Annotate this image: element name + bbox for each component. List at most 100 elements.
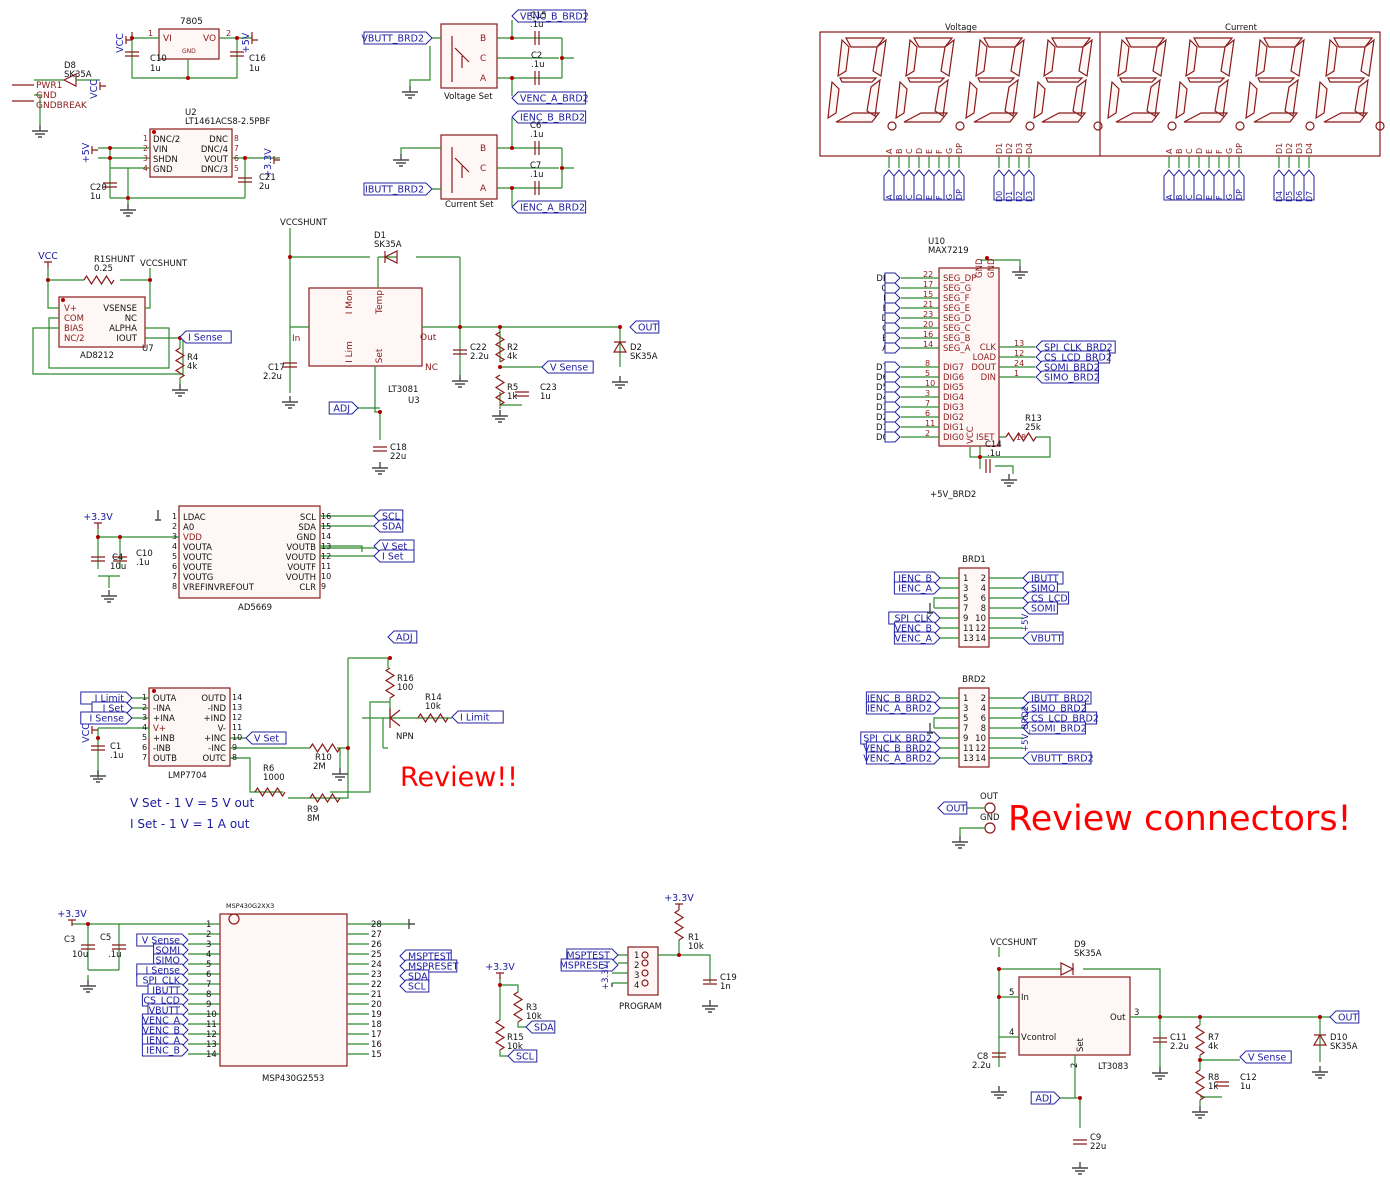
power-symbol: [99, 82, 106, 90]
label: 19: [371, 1010, 382, 1020]
msp430: [72, 913, 415, 1067]
net-label: SDA: [382, 522, 402, 533]
label: 8: [232, 753, 237, 762]
label: 25: [371, 950, 382, 960]
label: D0: [876, 433, 888, 443]
label: E: [925, 195, 934, 200]
net-label: SCL: [516, 1052, 535, 1063]
power-label: +3.3V: [263, 148, 274, 178]
label: U7: [142, 344, 154, 354]
net-flag: [865, 701, 941, 715]
label: C10: [136, 549, 153, 559]
label: 14: [206, 1050, 217, 1060]
net-flag: [884, 322, 901, 334]
net-flag: [1173, 169, 1185, 201]
label: D2: [876, 413, 888, 423]
net-label: IBUTT: [152, 986, 180, 997]
label: SK35A: [1074, 949, 1102, 959]
label: D7: [1305, 191, 1314, 202]
net-label: SOMI: [155, 946, 180, 957]
label: 4: [981, 584, 986, 594]
net-label: VENC_B: [894, 624, 932, 635]
label: R5: [507, 383, 518, 393]
label: DIG6: [943, 373, 964, 383]
label: 3: [634, 971, 639, 981]
label: 13: [1014, 339, 1024, 348]
label: .1u: [136, 558, 150, 568]
label: -INC: [208, 744, 226, 754]
label: SEG_DP: [943, 274, 976, 284]
label: 3: [143, 154, 148, 163]
label: 17: [371, 1030, 382, 1040]
label: D4: [876, 393, 888, 403]
net-label: SPI_CLK_BRD2: [1044, 343, 1113, 354]
label: G: [945, 148, 954, 154]
power-label: +3.3V: [664, 893, 694, 904]
label: 2: [634, 961, 639, 971]
label: VCCSHUNT: [280, 218, 328, 228]
label: 10k: [688, 942, 704, 952]
label: VOUTE: [183, 563, 212, 573]
label: 11: [963, 744, 974, 754]
label: OUT: [980, 792, 999, 802]
label: .1u: [987, 449, 1001, 459]
label: C18: [390, 443, 407, 453]
net-flag: [373, 549, 415, 563]
label: LT3083: [1098, 1062, 1128, 1072]
net-label: SDA: [534, 1023, 554, 1034]
label: 1: [1014, 369, 1019, 378]
label: U2: [185, 108, 197, 118]
power-label: +3.3V: [57, 909, 87, 920]
label: D5: [1285, 191, 1294, 202]
label: 16: [923, 330, 933, 339]
net-label: I Sense: [145, 966, 180, 977]
net-label: IBUTT_BRD2: [365, 185, 424, 196]
net-flag: [883, 169, 895, 201]
power-symbol: [251, 36, 258, 44]
label: OUTC: [202, 754, 226, 764]
label: 22u: [1090, 1142, 1106, 1152]
label: VO: [203, 34, 216, 44]
label: F: [1215, 195, 1224, 200]
label: 4: [206, 950, 211, 960]
net-flag: [363, 182, 433, 196]
label: 14: [975, 754, 986, 764]
label: 3: [963, 584, 968, 594]
label: OUTB: [153, 754, 177, 764]
label: 28: [371, 920, 382, 930]
label: G: [945, 194, 954, 200]
label: Set: [375, 348, 385, 363]
label: 2.2u: [470, 352, 489, 362]
label: A: [480, 74, 487, 84]
label: C10: [150, 54, 167, 64]
label: MSP430G2XX3: [226, 902, 274, 910]
net-flag: [1213, 169, 1225, 201]
label: DIG0: [943, 433, 964, 443]
label: E: [925, 149, 934, 154]
net-flag: [893, 169, 905, 201]
power-symbol: [496, 972, 504, 979]
label: 2.2u: [972, 1061, 991, 1071]
label: 2M: [313, 762, 326, 772]
label: 4: [1009, 1028, 1014, 1038]
net-label: I Sense: [188, 333, 223, 344]
net-label: V Set: [382, 542, 407, 553]
label: +5V_BRD2: [1021, 706, 1031, 752]
label: IOUT: [116, 334, 137, 344]
label: 3: [172, 532, 177, 541]
net-flag: [1293, 169, 1305, 201]
label: SEG_A: [943, 344, 971, 354]
power-symbol: [44, 261, 52, 268]
label: R13: [1025, 414, 1042, 424]
label: D1: [876, 423, 888, 433]
display-7seg: [819, 31, 1385, 168]
net-flag: [373, 519, 404, 533]
label: +INB: [153, 734, 175, 744]
label: 7: [963, 724, 968, 734]
net-flag: [884, 381, 901, 393]
label: 8: [925, 359, 930, 368]
label: VOUTG: [183, 573, 213, 583]
label: 27: [371, 930, 382, 940]
net-flag: [451, 710, 504, 724]
label: 1u: [249, 64, 260, 74]
